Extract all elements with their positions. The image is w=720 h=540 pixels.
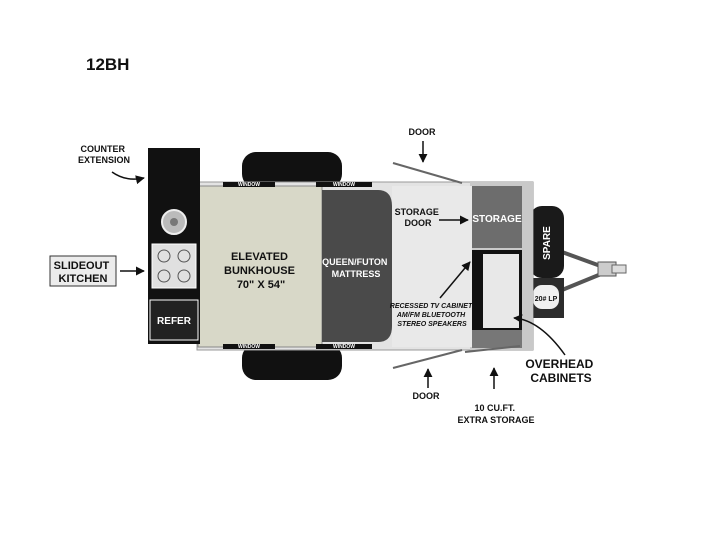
queen-label: QUEEN/FUTON MATTRESS — [322, 257, 390, 279]
counter-extension-label: COUNTER EXTENSION — [78, 144, 130, 165]
floor-area — [392, 186, 472, 347]
tire-bottom — [242, 344, 342, 380]
queen-mattress — [322, 190, 392, 342]
storage-label: STORAGE — [472, 214, 522, 225]
model-title: 12BH — [86, 55, 129, 74]
window-label-2: WINDOW — [333, 182, 355, 188]
hitch — [561, 250, 627, 292]
bunk-label: ELEVATED BUNKHOUSE 70" X 54" — [224, 251, 298, 291]
storage-door-label: STORAGE DOOR — [395, 207, 442, 228]
lower-cabinet — [472, 330, 522, 348]
storage-box — [472, 186, 522, 248]
stove-icon — [151, 243, 197, 289]
spare-label: SPARE — [542, 226, 553, 260]
tv-label: RECESSED TV CABINET AM/FM BLUETOOTH STER… — [390, 303, 474, 328]
tv-cabinet — [483, 254, 519, 328]
refer-label: REFER — [157, 316, 192, 327]
extra-storage-label: 10 CU.FT. EXTRA STORAGE — [457, 403, 534, 425]
slideout-kitchen-box — [49, 255, 117, 287]
refer-box — [149, 299, 199, 341]
windows — [223, 182, 372, 349]
spare-tire — [530, 206, 564, 278]
door-label-bottom: DOOR — [413, 391, 441, 401]
door-label-top: DOOR — [409, 127, 437, 137]
overhead-cabinets-label: OVERHEAD CABINETS — [525, 357, 596, 385]
tire-top — [242, 152, 342, 188]
door-swings — [392, 162, 521, 369]
slideout-kitchen-label: SLIDEOUT KITCHEN — [54, 260, 113, 285]
window-label-4: WINDOW — [333, 344, 355, 350]
window-label-3: WINDOW — [238, 344, 260, 350]
window-label-1: WINDOW — [238, 182, 260, 188]
lp-label: 20# LP — [535, 296, 558, 303]
